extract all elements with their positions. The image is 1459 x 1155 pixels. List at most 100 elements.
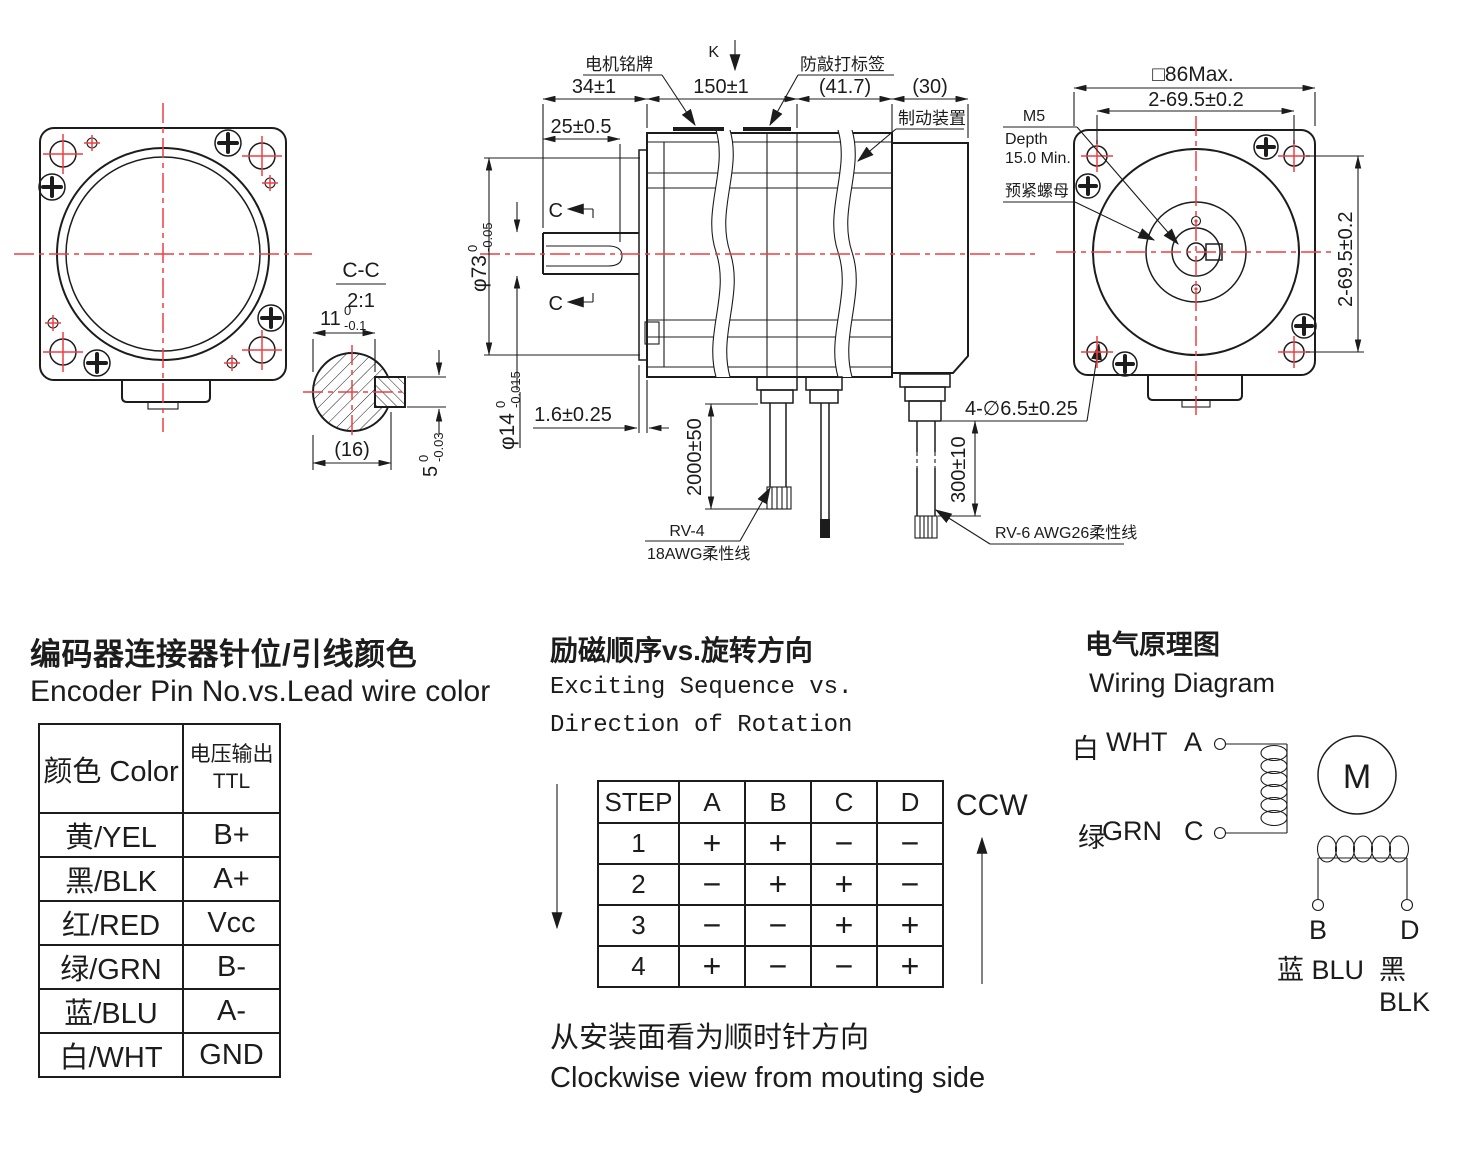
motor-label: M [1343, 758, 1371, 796]
side-view: C C 电机铭牌 K 防敲打标签 制动装置 34±1 150±1 (41.7) … [465, 40, 1137, 563]
lead-main-label-1: RV-4 [669, 523, 704, 540]
coil-bd-icon [1316, 835, 1410, 863]
svg-text:-0.05: -0.05 [480, 222, 495, 252]
dim-key-width: 11 [320, 308, 341, 330]
section-title: C-C [342, 259, 379, 282]
pin-d-color-label: 黑 BLK [1379, 955, 1431, 1017]
main-lead [756, 376, 798, 510]
lead-main-label-2: 18AWG柔性线 [647, 545, 750, 563]
svg-text:0: 0 [416, 455, 431, 462]
nameplate-label: 电机铭牌 [585, 55, 653, 74]
dim-lead-main: 2000±50 [684, 418, 706, 496]
section-mark-bottom: C [549, 293, 563, 315]
svg-text:φ14: φ14 [496, 413, 519, 450]
table-row: 绿/GRN B- [38, 944, 281, 990]
k-mark: K [708, 44, 719, 61]
column-header-color: 颜色 Color [38, 723, 184, 814]
brake-label: 制动装置 [898, 109, 966, 128]
svg-text:0: 0 [493, 401, 508, 408]
motor-circle-icon [1317, 735, 1397, 815]
ccw-label: CCW [956, 789, 1028, 822]
dim-keyway: 25±0.5 [550, 116, 611, 138]
terminal-c-icon [1213, 826, 1227, 840]
rear-view: □86Max. 2-69.5±0.2 2-69.5±0.2 M5 Depth 1… [1003, 63, 1364, 415]
encoder-title-cn: 编码器连接器针位/引线颜色 [30, 637, 418, 672]
dim-square: □86Max. [1152, 63, 1234, 86]
table-row: 白/WHT GND [38, 1032, 281, 1078]
sequence-title-en-1: Exciting Sequence vs. [550, 674, 853, 701]
dim-body: 150±1 [693, 76, 748, 98]
svg-text:φ73: φ73 [468, 255, 491, 292]
sequence-title-cn: 励磁顺序vs.旋转方向 [550, 635, 813, 666]
svg-text:-0.03: -0.03 [431, 432, 446, 462]
svg-text:5: 5 [420, 466, 442, 477]
dim-key-width-tol-dn: -0.1 [344, 318, 366, 333]
rear-screws [1075, 134, 1317, 377]
rotation-note-en: Clockwise view from mouting side [550, 1062, 986, 1094]
front-mount-holes [43, 134, 282, 372]
table-row: 1 + + − − [597, 822, 944, 865]
table-row: 黄/YEL B+ [38, 812, 281, 858]
section-view: C-C 2:1 11 0 -0.1 (16) 5 0 -0.03 [303, 259, 446, 477]
section-mark-top: C [549, 200, 563, 222]
table-row: 3 − − + + [597, 904, 944, 947]
svg-text:2000±50: 2000±50 [684, 418, 706, 496]
phase-c-color-en: GRN [1102, 816, 1162, 846]
dim-holes-h: 2-69.5±0.2 [1148, 89, 1244, 111]
front-screws [38, 129, 285, 377]
svg-text:-0.015: -0.015 [508, 371, 523, 408]
wiring-title-en: Wiring Diagram [1089, 668, 1276, 698]
dim-shaft: 34±1 [572, 76, 616, 98]
tap-label-min: 15.0 Min. [1005, 150, 1071, 167]
phase-a-color-en: WHT [1106, 727, 1168, 757]
phase-c-color-cn: 绿 [1078, 823, 1105, 853]
front-pin-holes [45, 135, 278, 371]
pin-d-label: D [1400, 915, 1420, 945]
dim-pilot: φ73 0 -0.05 [465, 222, 495, 292]
coil-ac-icon [1260, 744, 1288, 827]
nut-label: 预紧螺母 [1005, 182, 1069, 200]
phase-c-pin: C [1184, 816, 1204, 846]
anti-knock-label: 防敲打标签 [800, 55, 885, 74]
table-row: 2 − + + − [597, 863, 944, 906]
section-scale: 2:1 [347, 290, 375, 312]
lead-brake-label: RV-6 AWG26柔性线 [995, 524, 1137, 542]
phase-a-color-cn: 白 [1072, 734, 1099, 764]
dim-shaft-dia: φ14 0 -0.015 [493, 371, 523, 450]
exciting-sequence-table: STEP A B C D 1 + + − − 2 − + + − 3 − − +… [597, 780, 944, 988]
encoder-title-en: Encoder Pin No.vs.Lead wire color [30, 675, 491, 708]
pin-b-color-label: 蓝 BLU [1277, 955, 1365, 985]
dim-key-width-tol-up: 0 [344, 303, 351, 318]
section-cut-marks: C C [549, 200, 594, 315]
dim-holes-v: 2-69.5±0.2 [1335, 212, 1357, 308]
rotation-note-cn: 从安装面看为顺时针方向 [550, 1022, 870, 1054]
rear-mount-holes [1081, 140, 1310, 368]
encoder-lead [805, 376, 843, 538]
table-row: 红/RED Vcc [38, 900, 281, 946]
svg-text:300±10: 300±10 [948, 436, 970, 503]
wiring-title-cn: 电气原理图 [1085, 630, 1220, 660]
pin-b-label: B [1309, 915, 1328, 945]
dim-key-height: 5 0 -0.03 [416, 432, 446, 477]
terminal-d-icon [1400, 898, 1414, 912]
dim-hole-dia: 4-∅6.5±0.25 [965, 398, 1078, 420]
svg-text:0: 0 [465, 245, 480, 252]
dim-overall: (16) [334, 439, 370, 461]
dim-encoder: (41.7) [819, 76, 871, 98]
table-row: 黑/BLK A+ [38, 856, 281, 902]
terminal-b-icon [1311, 898, 1325, 912]
svg-text:2-69.5±0.2: 2-69.5±0.2 [1335, 212, 1357, 308]
terminal-a-icon [1213, 737, 1227, 751]
dim-flange-thk: 1.6±0.25 [534, 404, 612, 426]
phase-a-pin: A [1184, 727, 1203, 757]
tap-label-depth: Depth [1005, 131, 1048, 148]
wiring-diagram: M [1213, 735, 1414, 912]
front-view [14, 103, 312, 432]
sequence-title-en-2: Direction of Rotation [550, 712, 853, 739]
dim-lead-brake: 300±10 [948, 436, 970, 503]
